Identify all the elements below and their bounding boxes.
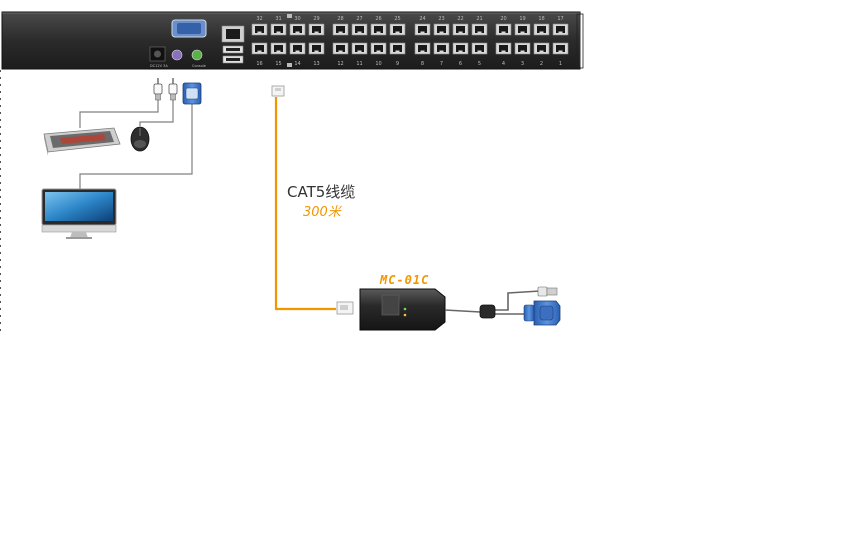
usb-plug-icon	[537, 286, 558, 297]
console-vga-port	[171, 19, 207, 38]
rj45-port	[370, 42, 387, 55]
port-number-label: 30	[294, 16, 300, 22]
kvm-switch	[1, 11, 584, 70]
rj45-port	[270, 23, 287, 36]
rj45-port-banks: 3216311530142913281227112610259248237226…	[251, 16, 569, 67]
port-number-label: 6	[459, 61, 462, 67]
rj45-port	[533, 42, 550, 55]
cable-length: 300米	[303, 205, 341, 220]
port-number-label: 7	[440, 61, 443, 67]
power-label: DC12V 3A	[150, 64, 168, 68]
port-number-label: 17	[557, 16, 563, 22]
ps2-keyboard-port	[191, 49, 203, 61]
port-number-label: 32	[256, 16, 262, 22]
port-number-label: 27	[356, 16, 362, 22]
cat5-cable	[274, 97, 336, 311]
vga-connector-icon	[182, 82, 202, 105]
lan-port	[221, 25, 245, 43]
rj45-port	[332, 42, 349, 55]
port-number-label: 18	[538, 16, 544, 22]
rj45-port	[414, 23, 431, 36]
port-number-label: 15	[275, 61, 281, 67]
rj45-port	[514, 23, 531, 36]
rj45-port	[533, 23, 550, 36]
ferrite-bead	[479, 304, 496, 319]
adapter-model: MC-01C	[380, 273, 430, 287]
vga-connector-icon	[523, 300, 561, 326]
port-number-label: 3	[521, 61, 524, 67]
port-number-label: 28	[337, 16, 343, 22]
port-number-label: 16	[256, 61, 262, 67]
port-number-label: 22	[457, 16, 463, 22]
rj45-port	[495, 42, 512, 55]
port-number-label: 31	[275, 16, 281, 22]
rj45-port	[289, 23, 306, 36]
monitor-icon	[41, 188, 117, 239]
rj45-port	[332, 23, 349, 36]
rj45-port	[389, 23, 406, 36]
port-number-label: 2	[540, 61, 543, 67]
rj45-port	[389, 42, 406, 55]
console-cables	[79, 100, 193, 191]
port-number-label: 21	[476, 16, 482, 22]
rj45-port	[414, 42, 431, 55]
usb-plug-icon	[153, 78, 163, 101]
usb-plug-icon	[168, 78, 178, 101]
rj45-port	[370, 23, 387, 36]
port-number-label: 14	[294, 61, 300, 67]
rj45-port	[552, 42, 569, 55]
rj45-port	[433, 42, 450, 55]
adapter-cables	[444, 290, 541, 315]
rj45-port	[270, 42, 287, 55]
rj45-port	[251, 23, 268, 36]
rj45-port	[289, 42, 306, 55]
port-number-label: 24	[419, 16, 425, 22]
port-number-label: 13	[313, 61, 319, 67]
keyboard-icon	[43, 127, 121, 156]
mouse-icon	[130, 126, 150, 152]
port-number-label: 8	[421, 61, 424, 67]
rj45-port	[351, 42, 368, 55]
usb-ports	[222, 45, 244, 64]
power-jack	[149, 46, 166, 62]
rj45-port	[351, 23, 368, 36]
port-number-label: 9	[396, 61, 399, 67]
rj45-port	[251, 42, 268, 55]
port-number-label: 19	[519, 16, 525, 22]
rj45-port	[433, 23, 450, 36]
cable-label: CAT5线缆	[287, 183, 356, 201]
rj45-port	[514, 42, 531, 55]
port-number-label: 20	[500, 16, 506, 22]
console-label: Console	[192, 64, 206, 68]
port-number-label: 12	[337, 61, 343, 67]
rj45-port	[471, 23, 488, 36]
port-number-label: 11	[356, 61, 362, 67]
rj45-port	[471, 42, 488, 55]
port-number-label: 10	[375, 61, 381, 67]
rj45-port	[452, 42, 469, 55]
port-number-label: 23	[438, 16, 444, 22]
rj45-plug-icon	[271, 85, 285, 97]
rj45-plug-icon	[336, 301, 354, 315]
rj45-port	[552, 23, 569, 36]
rj45-port	[495, 23, 512, 36]
rj45-port	[452, 23, 469, 36]
port-number-label: 29	[313, 16, 319, 22]
rj45-port	[308, 42, 325, 55]
mc-01c-adapter	[359, 288, 446, 331]
port-number-label: 4	[502, 61, 505, 67]
port-number-label: 26	[375, 16, 381, 22]
ps2-mouse-port	[171, 49, 183, 61]
rj45-port	[308, 23, 325, 36]
port-number-label: 5	[478, 61, 481, 67]
port-number-label: 1	[559, 61, 562, 67]
port-number-label: 25	[394, 16, 400, 22]
